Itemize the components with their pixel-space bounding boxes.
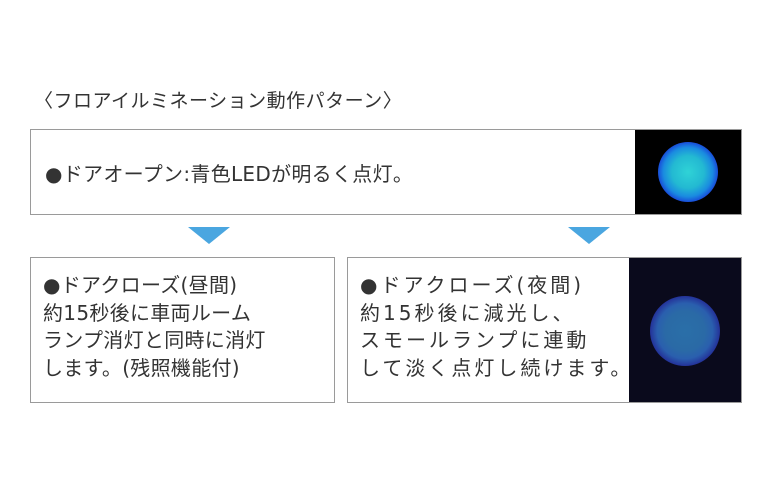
door-close-day-line: ●ドアクローズ(昼間) [43, 273, 238, 297]
door-close-day-line: 約15秒後に車両ルーム [43, 300, 252, 325]
diagram-heading: 〈フロアイルミネーション動作パターン〉 [34, 90, 403, 112]
door-open-light-photo [635, 130, 741, 214]
door-open-text: ●ドアオープン:青色LEDが明るく点灯。 [45, 162, 414, 186]
door-close-night-line: して淡く点灯し続けます。 [360, 355, 634, 380]
door-close-night-line: 約15秒後に減光し、 [360, 300, 576, 325]
door-close-day-text: ●ドアクローズ(昼間) 約15秒後に車両ルーム ランプ消灯と同時に消灯 します。… [43, 272, 266, 382]
bright-led-glow [658, 142, 718, 202]
door-open-box: ●ドアオープン:青色LEDが明るく点灯。 [30, 129, 742, 215]
door-close-day-line: します。(残照機能付) [43, 355, 240, 380]
door-close-day-line: ランプ消灯と同時に消灯 [43, 328, 266, 352]
arrow-down-icon [568, 227, 610, 244]
door-close-night-line: ●ドアクローズ(夜間) [360, 273, 585, 297]
door-close-day-box: ●ドアクローズ(昼間) 約15秒後に車両ルーム ランプ消灯と同時に消灯 します。… [30, 257, 335, 403]
door-close-night-light-photo [629, 258, 741, 402]
door-close-night-box: ●ドアクローズ(夜間) 約15秒後に減光し、 スモールランプに連動 して淡く点灯… [347, 257, 742, 403]
arrow-down-icon [188, 227, 230, 244]
dim-led-glow [650, 296, 720, 366]
door-close-night-text: ●ドアクローズ(夜間) 約15秒後に減光し、 スモールランプに連動 して淡く点灯… [360, 272, 633, 382]
door-close-night-line: スモールランプに連動 [360, 328, 590, 352]
